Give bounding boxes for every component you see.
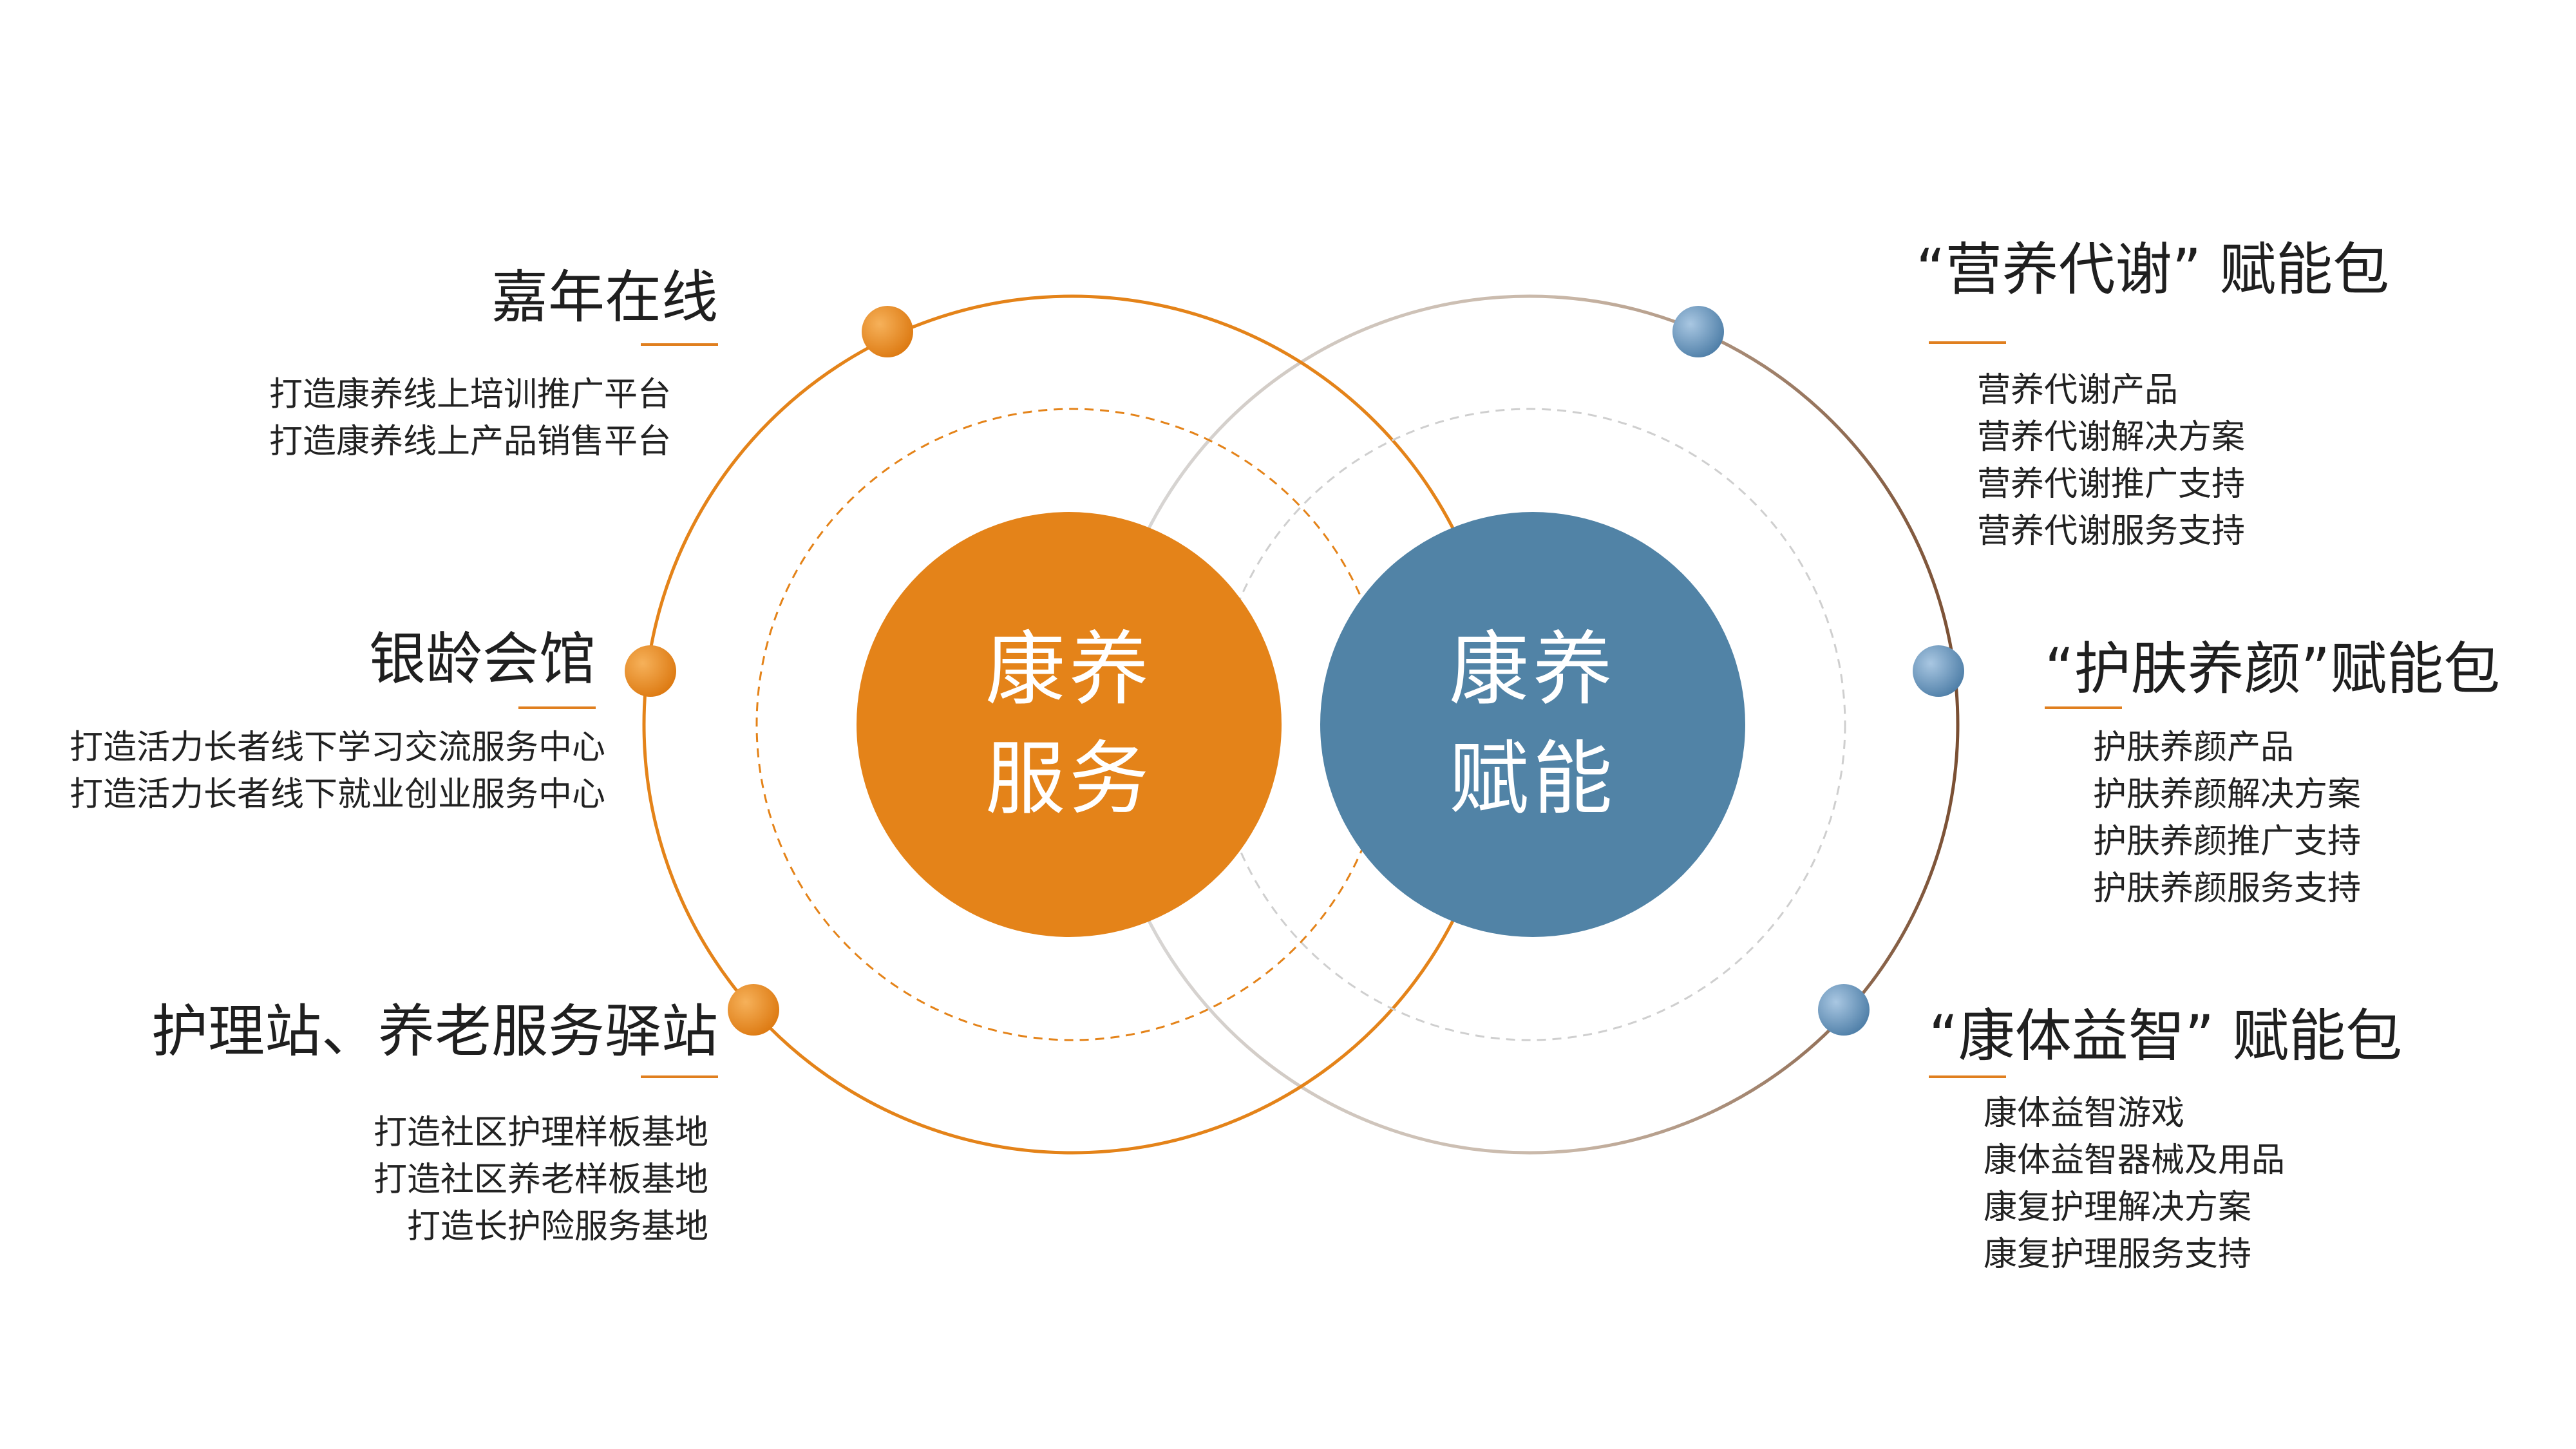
- left-group-3-title: 护理站、养老服务驿站: [151, 998, 718, 1065]
- right-group-3-items: 康体益智游戏 康体益智器械及用品 康复护理解决方案 康复护理服务支持: [1984, 1090, 2285, 1278]
- orbit-dot-left-3: [728, 984, 779, 1036]
- right-group-2-item: 护肤养颜产品: [2093, 728, 2295, 767]
- right-group-2-item: 护肤养颜解决方案: [2093, 775, 2362, 814]
- right-group-1-underline: [1929, 341, 2006, 344]
- left-group-1-item: 打造康养线上产品销售平台: [269, 422, 671, 461]
- center-label-empower-line1: 康养: [1448, 623, 1616, 716]
- right-group-1-item: 营养代谢解决方案: [1977, 418, 2246, 457]
- left-group-1-items: 打造康养线上培训推广平台 打造康养线上产品销售平台: [269, 372, 671, 466]
- orbit-dot-left-2: [625, 645, 676, 697]
- center-circle-service: [857, 512, 1282, 937]
- left-group-2-items: 打造活力长者线下学习交流服务中心 打造活力长者线下就业创业服务中心: [70, 724, 605, 819]
- right-group-3-title: “康体益智” 赋能包: [1929, 1003, 2403, 1069]
- right-group-2-title: “护肤养颜”赋能包: [2045, 636, 2501, 702]
- right-group-3-item: 康复护理服务支持: [1984, 1235, 2252, 1274]
- center-circle-empower: [1320, 512, 1745, 937]
- left-group-3-item: 打造社区护理样板基地: [373, 1113, 708, 1152]
- right-group-3-item: 康复护理解决方案: [1984, 1188, 2252, 1227]
- left-group-3-items: 打造社区护理样板基地 打造社区养老样板基地 打造长护险服务基地: [374, 1110, 708, 1251]
- orbit-dot-right-2: [1913, 645, 1964, 697]
- left-group-3-item: 打造社区养老样板基地: [373, 1160, 708, 1199]
- orbit-dot-right-1: [1672, 306, 1724, 357]
- right-group-3-underline: [1929, 1075, 2006, 1078]
- left-group-3-item: 打造长护险服务基地: [406, 1208, 708, 1246]
- left-group-1-underline: [641, 343, 718, 346]
- right-group-2-item: 护肤养颜服务支持: [2093, 869, 2362, 908]
- right-group-1-item: 营养代谢产品: [1977, 371, 2179, 410]
- center-label-empower: 康养 赋能: [1320, 615, 1745, 834]
- right-group-1-title: “营养代谢” 赋能包: [1916, 236, 2390, 303]
- right-group-1-item: 营养代谢服务支持: [1977, 512, 2246, 551]
- center-label-service-line1: 康养: [985, 623, 1153, 716]
- right-group-1-items: 营养代谢产品 营养代谢解决方案 营养代谢推广支持 营养代谢服务支持: [1977, 367, 2245, 555]
- right-group-1-item: 营养代谢推广支持: [1977, 465, 2246, 504]
- left-group-2-item: 打造活力长者线下就业创业服务中心: [69, 775, 605, 814]
- left-group-2-underline: [518, 706, 596, 709]
- center-label-service-line2: 服务: [985, 733, 1153, 826]
- orbit-dot-right-3: [1818, 984, 1870, 1036]
- left-group-3-underline: [641, 1075, 718, 1078]
- right-group-2-underline: [2045, 706, 2122, 709]
- left-group-1-title: 嘉年在线: [491, 264, 718, 330]
- right-group-2-items: 护肤养颜产品 护肤养颜解决方案 护肤养颜推广支持 护肤养颜服务支持: [2093, 724, 2361, 913]
- right-group-3-item: 康体益智器械及用品: [1984, 1141, 2286, 1180]
- orbit-dot-left-1: [862, 306, 913, 357]
- right-group-3-item: 康体益智游戏: [1984, 1094, 2185, 1133]
- center-label-service: 康养 服务: [857, 615, 1282, 834]
- center-label-empower-line2: 赋能: [1448, 733, 1616, 826]
- left-group-2-title: 银龄会馆: [368, 626, 596, 692]
- left-group-1-item: 打造康养线上培训推广平台: [269, 375, 671, 414]
- right-group-2-item: 护肤养颜推广支持: [2093, 822, 2362, 861]
- left-group-2-item: 打造活力长者线下学习交流服务中心: [69, 728, 605, 767]
